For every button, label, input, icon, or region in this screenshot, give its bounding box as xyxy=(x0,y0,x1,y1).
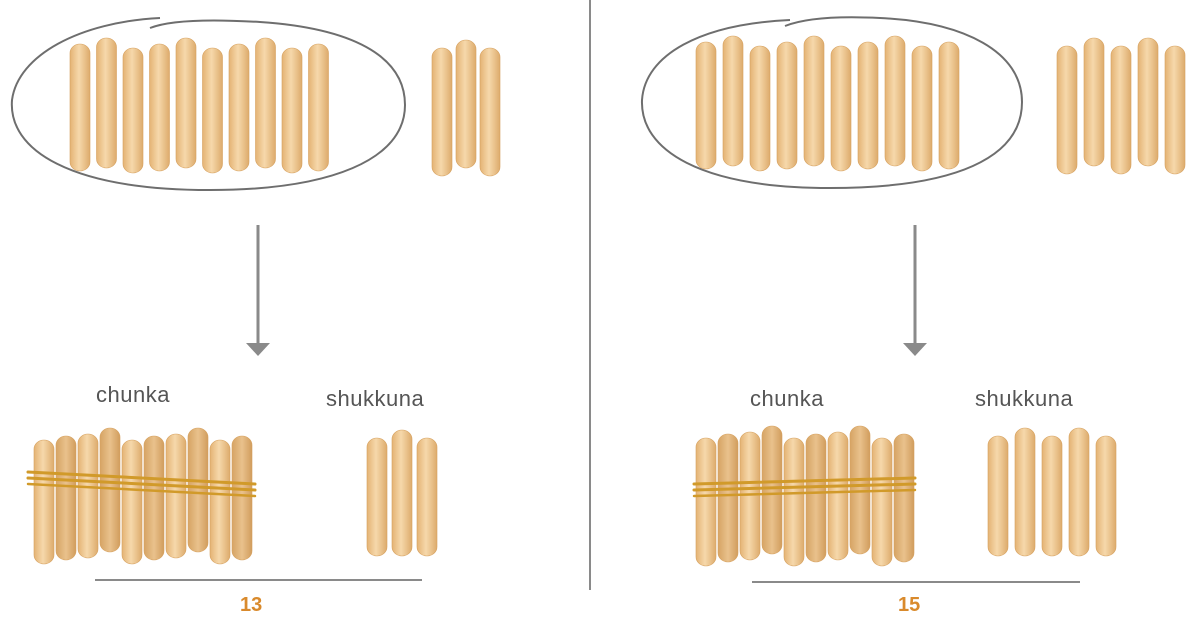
single-sticks xyxy=(366,429,438,557)
popsicle-stick xyxy=(366,437,388,557)
popsicle-stick xyxy=(479,47,501,177)
popsicle-stick xyxy=(228,43,250,172)
popsicle-stick xyxy=(33,439,55,565)
popsicle-stick xyxy=(857,41,879,170)
popsicle-stick xyxy=(893,433,915,563)
panel-1 xyxy=(10,17,501,581)
popsicle-stick xyxy=(165,433,187,559)
circled-sticks xyxy=(695,35,960,172)
popsicle-stick xyxy=(281,47,303,174)
popsicle-stick xyxy=(175,37,197,169)
popsicle-stick xyxy=(99,427,121,553)
popsicle-stick xyxy=(122,47,144,174)
popsicle-stick xyxy=(830,45,852,172)
popsicle-stick xyxy=(1083,37,1105,167)
bundle-label: chunka xyxy=(96,382,170,407)
circled-sticks xyxy=(69,37,329,174)
popsicle-stick xyxy=(121,439,143,565)
stick-bundle xyxy=(26,427,257,565)
popsicle-stick xyxy=(149,43,170,172)
popsicle-stick xyxy=(255,37,276,169)
popsicle-stick xyxy=(455,39,477,169)
single-sticks xyxy=(987,427,1117,557)
rubber-band xyxy=(692,476,917,486)
rubber-band xyxy=(692,482,917,492)
popsicle-stick xyxy=(849,425,871,555)
popsicle-stick xyxy=(391,429,413,557)
popsicle-stick xyxy=(209,439,231,565)
panel-2 xyxy=(640,16,1186,583)
popsicle-stick xyxy=(776,41,798,170)
stick-bundle xyxy=(692,425,917,567)
bundle-label: chunka xyxy=(750,386,824,411)
rubber-band xyxy=(26,482,257,498)
popsicle-stick xyxy=(1095,435,1117,557)
popsicle-stick xyxy=(187,427,209,553)
popsicle-stick xyxy=(739,431,761,561)
popsicle-stick xyxy=(1056,45,1078,175)
popsicle-stick xyxy=(827,431,849,561)
popsicle-stick xyxy=(1014,427,1036,557)
popsicle-stick xyxy=(722,35,744,167)
popsicle-stick xyxy=(416,437,438,557)
popsicle-stick xyxy=(717,433,739,563)
popsicle-stick xyxy=(911,45,933,172)
popsicle-stick xyxy=(1137,37,1159,167)
popsicle-stick xyxy=(1041,435,1063,557)
popsicle-stick xyxy=(1110,45,1132,175)
popsicle-stick xyxy=(987,435,1009,557)
popsicle-stick xyxy=(96,37,117,169)
popsicle-stick xyxy=(1068,427,1090,557)
popsicle-stick xyxy=(695,437,717,567)
popsicle-stick xyxy=(231,435,253,561)
total-number: 15 xyxy=(898,594,921,616)
popsicle-stick xyxy=(143,435,165,561)
ones-label: shukkuna xyxy=(975,386,1074,411)
popsicle-stick xyxy=(783,437,805,567)
popsicle-stick xyxy=(202,47,223,174)
popsicle-stick xyxy=(55,435,77,561)
popsicle-stick xyxy=(805,433,827,563)
popsicle-stick xyxy=(695,41,717,170)
grouping-loop xyxy=(10,17,407,192)
popsicle-stick xyxy=(431,47,453,177)
popsicle-stick xyxy=(871,437,893,567)
popsicle-stick xyxy=(749,45,771,172)
rubber-band xyxy=(26,476,257,492)
total-number: 13 xyxy=(240,594,263,616)
popsicle-stick xyxy=(1164,45,1186,175)
loose-sticks xyxy=(1056,37,1186,175)
down-arrow xyxy=(903,225,927,356)
loose-sticks xyxy=(431,39,501,177)
popsicle-stick xyxy=(308,43,329,172)
popsicle-stick xyxy=(77,433,99,559)
popsicle-stick xyxy=(938,41,960,170)
popsicle-stick xyxy=(69,43,91,172)
down-arrow xyxy=(246,225,270,356)
rubber-band xyxy=(26,470,257,486)
popsicle-stick xyxy=(803,35,825,167)
ones-label: shukkuna xyxy=(326,386,425,411)
popsicle-stick xyxy=(761,425,783,555)
popsicle-stick xyxy=(884,35,906,167)
rubber-band xyxy=(692,488,917,498)
grouping-loop xyxy=(640,16,1024,190)
